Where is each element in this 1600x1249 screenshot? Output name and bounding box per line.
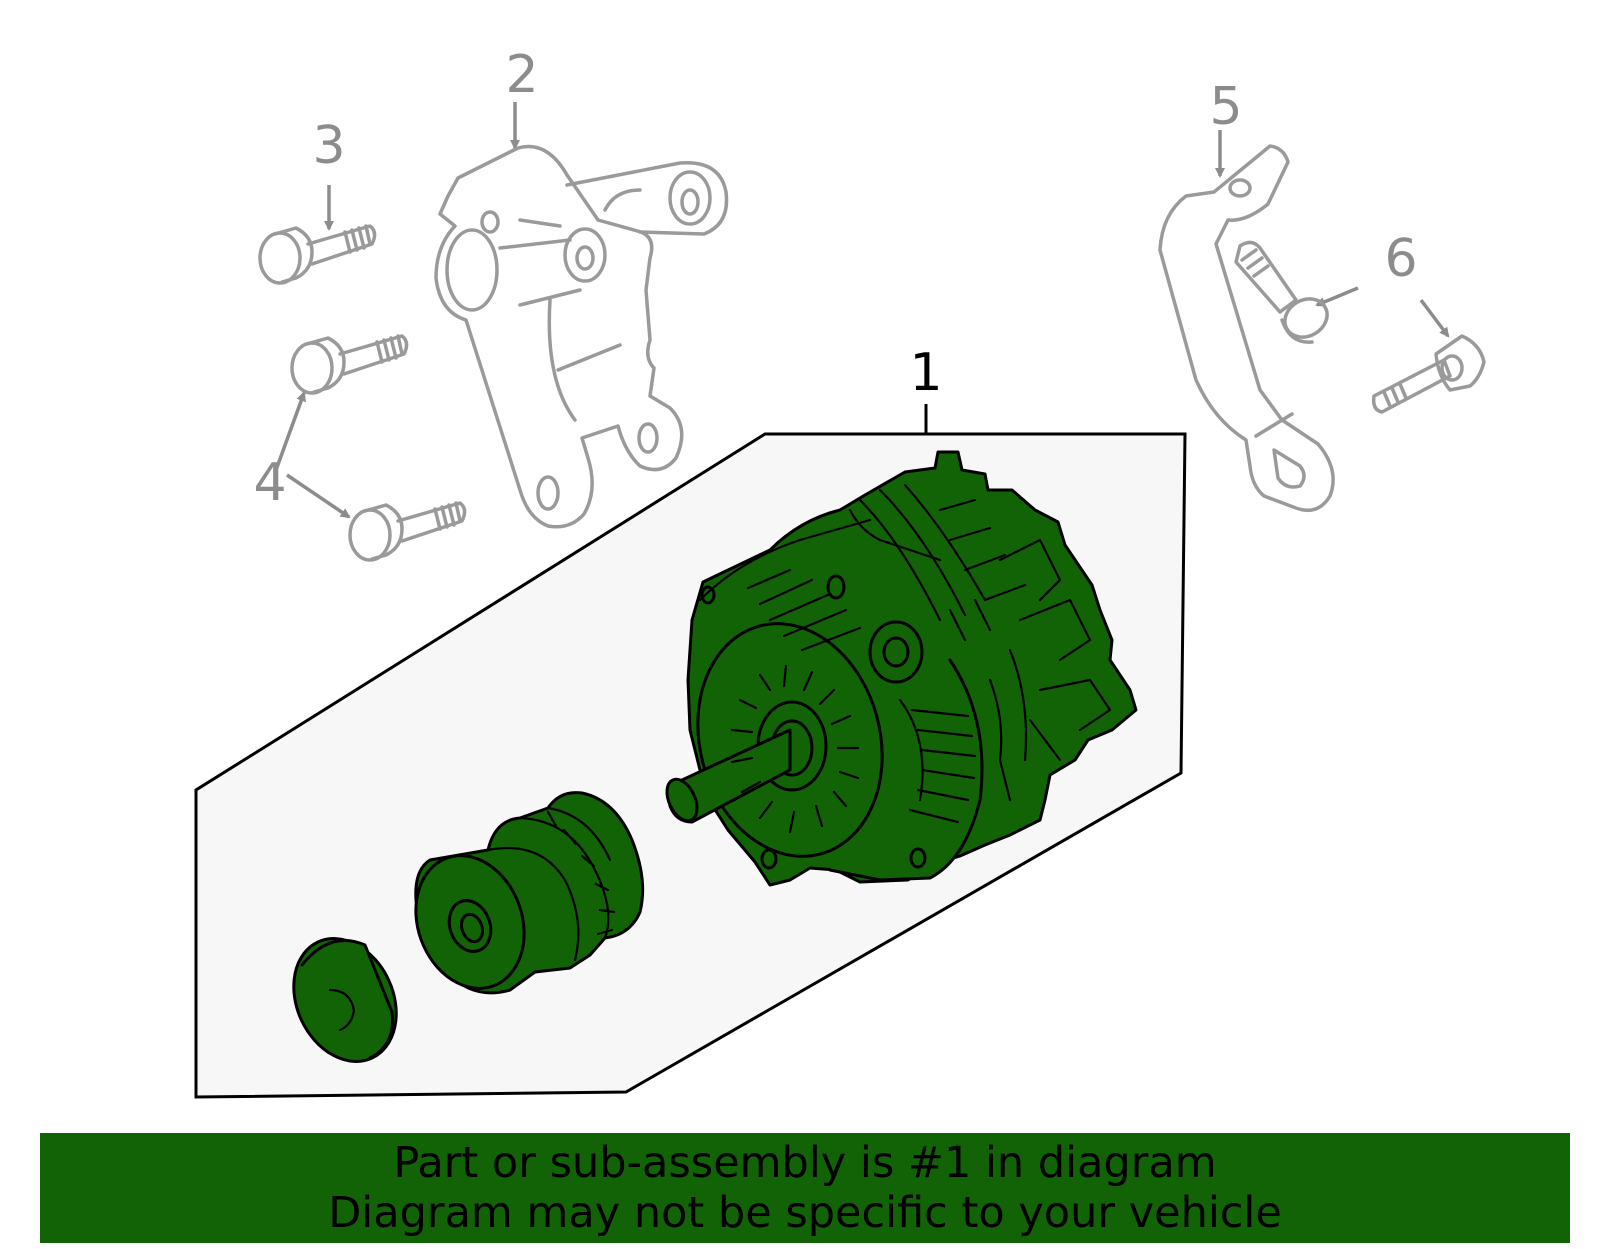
callout-2[interactable]: 2 (505, 45, 538, 105)
leader-6a (1315, 286, 1359, 307)
alternator-part-1[interactable] (661, 450, 1138, 887)
bolt-part-4-upper[interactable] (290, 334, 409, 395)
bolt-part-4-lower[interactable] (348, 501, 467, 562)
pulley-part-1[interactable] (398, 791, 645, 1004)
bolt-part-6-left[interactable] (1234, 240, 1334, 344)
bolt-part-3[interactable] (258, 224, 377, 285)
banner-line-1: Part or sub-assembly is #1 in diagram (393, 1138, 1217, 1188)
callout-6[interactable]: 6 (1384, 229, 1417, 289)
leader-6b (1419, 298, 1450, 338)
callout-3[interactable]: 3 (312, 116, 345, 176)
info-banner: Part or sub-assembly is #1 in diagram Di… (40, 1133, 1570, 1243)
banner-line-2: Diagram may not be specific to your vehi… (328, 1188, 1282, 1238)
bracket-part-2[interactable] (434, 144, 729, 529)
callout-1[interactable]: 1 (909, 343, 942, 403)
callout-4[interactable]: 4 (253, 453, 286, 513)
bolt-part-6-right[interactable] (1371, 334, 1486, 414)
arm-part-5[interactable] (1158, 144, 1335, 512)
leader-4a (274, 391, 306, 471)
leader-4b (286, 473, 351, 519)
cap-part-1[interactable] (274, 922, 415, 1079)
callout-5[interactable]: 5 (1209, 77, 1242, 137)
